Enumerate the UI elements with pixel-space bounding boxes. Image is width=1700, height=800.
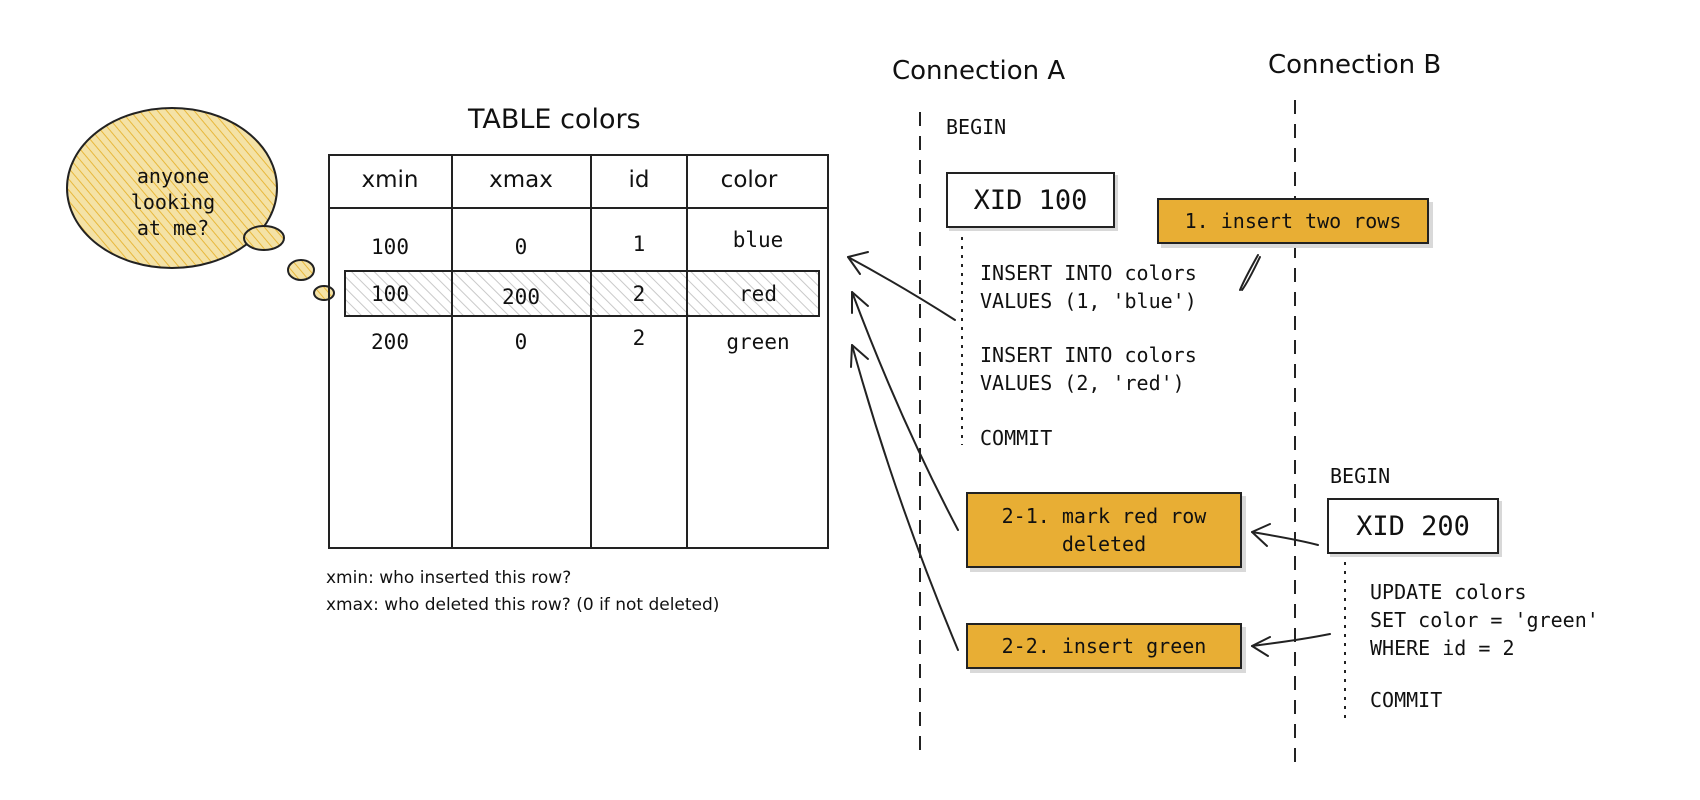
connection-a-insert1-line2: VALUES (1, 'blue'): [980, 289, 1197, 313]
column-header-id: id: [628, 167, 650, 193]
table-grid: [328, 154, 829, 549]
connection-a-xid-box: XID 100: [946, 172, 1115, 228]
table-cell-row2-xmin: 100: [371, 282, 409, 306]
connection-a-insert1-line1: INSERT INTO colors: [980, 261, 1197, 285]
column-header-color: color: [720, 167, 778, 193]
table-cell-row2-color: red: [739, 282, 777, 306]
arrows: [847, 251, 1331, 657]
table-title: TABLE colors: [468, 104, 641, 135]
table-cell-row2-id: 2: [632, 282, 646, 306]
table-cell-row3-xmax: 0: [514, 330, 528, 354]
connection-a-insert2-line2: VALUES (2, 'red'): [980, 371, 1185, 395]
connection-b-commit: COMMIT: [1370, 688, 1443, 712]
connection-a-xid: XID 100: [973, 184, 1088, 216]
connection-b-begin: BEGIN: [1330, 464, 1391, 488]
table-cell-row1-id: 1: [632, 232, 646, 256]
table-cell-row1-xmin: 100: [371, 235, 409, 259]
note-insert-green: 2-2. insert green: [966, 623, 1242, 669]
table-cell-row3-id: 2: [632, 326, 646, 350]
column-header-xmax: xmax: [489, 167, 553, 193]
highlighted-row-fill: [344, 270, 820, 317]
thought-bubble: [66, 107, 335, 301]
table-cell-row2-xmax: 200: [502, 285, 540, 309]
connection-b-update-line2: SET color = 'green': [1370, 608, 1599, 632]
connection-a-insert2-line1: INSERT INTO colors: [980, 343, 1197, 367]
note-mark-red-deleted: 2-1. mark red row deleted: [966, 492, 1242, 568]
connection-a-begin: BEGIN: [946, 115, 1007, 139]
column-header-xmin: xmin: [361, 167, 419, 193]
table-cell-row3-color: green: [726, 330, 790, 354]
thought-bubble-text: anyone looking at me?: [130, 164, 216, 240]
legend-xmin: xmin: who inserted this row?: [326, 568, 572, 588]
note-insert-two-rows: 1. insert two rows: [1157, 198, 1429, 244]
legend-xmax: xmax: who deleted this row? (0 if not de…: [326, 595, 720, 615]
connection-b-title: Connection B: [1268, 50, 1442, 80]
table-cell-row3-xmin: 200: [371, 330, 409, 354]
connection-a-commit: COMMIT: [980, 426, 1053, 450]
connection-b-update-line1: UPDATE colors: [1370, 580, 1527, 604]
connection-a-title: Connection A: [892, 56, 1066, 86]
connection-b-update-line3: WHERE id = 2: [1370, 636, 1515, 660]
table-cell-row1-xmax: 0: [514, 235, 528, 259]
connection-b-xid-box: XID 200: [1327, 498, 1499, 554]
table-cell-row1-color: blue: [732, 228, 784, 252]
connection-b-xid: XID 200: [1356, 510, 1470, 542]
